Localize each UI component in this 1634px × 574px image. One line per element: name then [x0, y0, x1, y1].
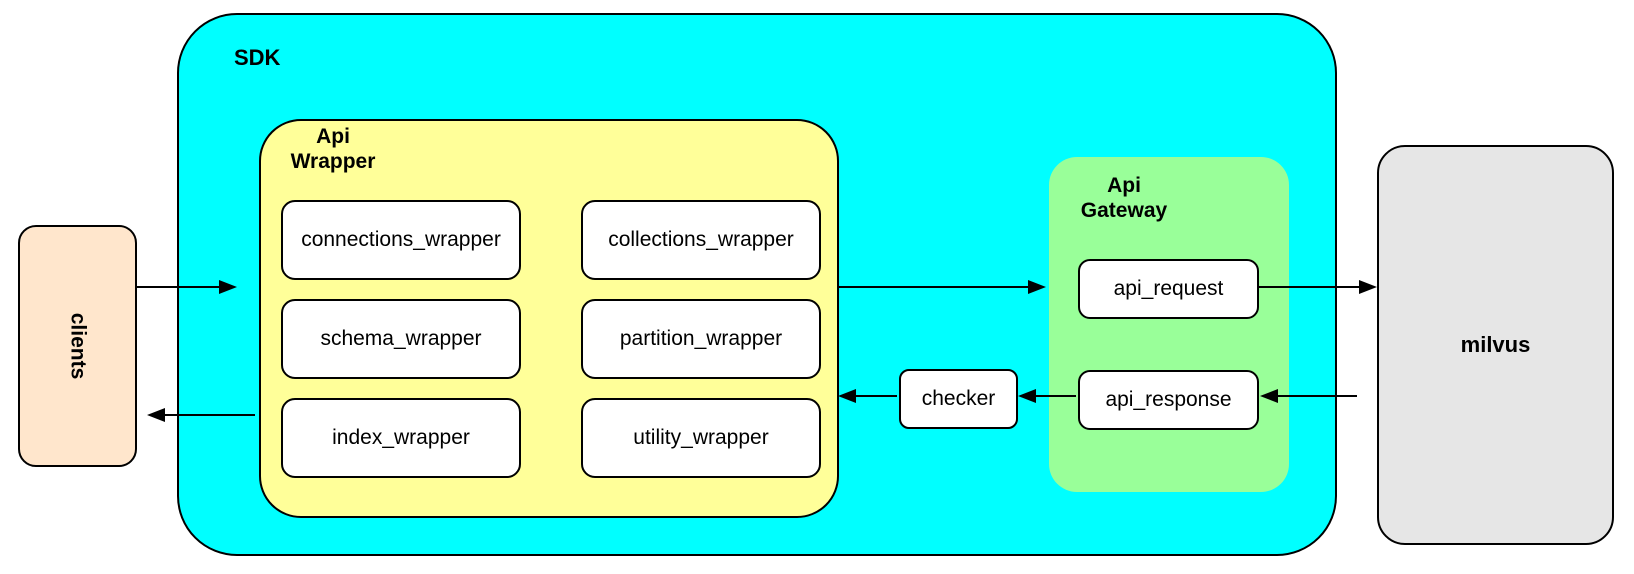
sdk-label: SDK — [234, 45, 281, 70]
milvus-node: milvus — [1377, 145, 1614, 545]
api-wrapper-group: Api Wrapper connections_wrapper collecti… — [259, 119, 839, 518]
api-wrapper-label-line2: Wrapper — [290, 150, 376, 174]
api-wrapper-label: Api Wrapper — [275, 124, 391, 174]
clients-node: clients — [18, 225, 137, 467]
collections-wrapper-node: collections_wrapper — [581, 200, 821, 280]
connections-wrapper-node: connections_wrapper — [281, 200, 521, 280]
api-gateway-label-line1: Api — [1107, 174, 1141, 197]
checker-node: checker — [899, 369, 1018, 429]
clients-label: clients — [66, 312, 90, 380]
schema-wrapper-node: schema_wrapper — [281, 299, 521, 379]
api-gateway-label-line2: Gateway — [1080, 199, 1168, 223]
api-gateway-group: Api Gateway api_request api_response — [1049, 157, 1289, 492]
api-wrapper-label-line1: Api — [316, 125, 350, 148]
api-gateway-label: Api Gateway — [1069, 173, 1179, 223]
sdk-group: SDK Api Wrapper connections_wrapper coll… — [177, 13, 1337, 556]
index-wrapper-node: index_wrapper — [281, 398, 521, 478]
api-request-node: api_request — [1078, 259, 1259, 319]
utility-wrapper-node: utility_wrapper — [581, 398, 821, 478]
api-response-node: api_response — [1078, 370, 1259, 430]
partition-wrapper-node: partition_wrapper — [581, 299, 821, 379]
